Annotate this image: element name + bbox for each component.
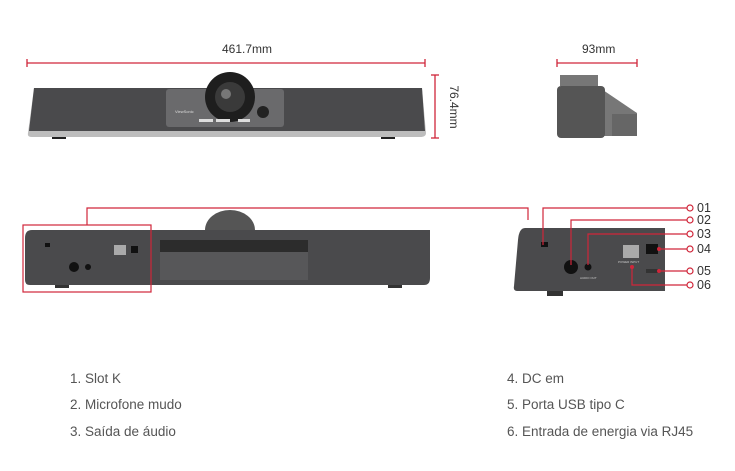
audio-out-label: AUDIO OUT: [580, 276, 597, 280]
callout-01: 01: [697, 201, 711, 215]
depth-dimension-label: 93mm: [582, 42, 616, 56]
width-dimension-line: [26, 59, 426, 67]
callout-05: 05: [697, 264, 711, 278]
depth-dimension-line: [556, 59, 638, 67]
legend-item: 6. Entrada de energia via RJ45: [507, 424, 694, 439]
height-dimension-line: [431, 74, 439, 139]
callout-04: 04: [697, 242, 711, 256]
back-detail-view: [513, 204, 694, 296]
legend-item: 5. Porta USB tipo C: [507, 397, 625, 412]
legend-item: 1. Slot K: [70, 371, 122, 386]
back-view: [22, 207, 529, 293]
callout-02: 02: [697, 213, 711, 227]
legend-item: 2. Microfone mudo: [70, 397, 182, 412]
brand-logo: ViewSonic: [175, 109, 194, 114]
height-dimension-label: 76.4mm: [447, 85, 461, 129]
callout-06: 06: [697, 278, 711, 292]
side-view: [557, 75, 637, 138]
legend-item: 4. DC em: [507, 371, 565, 386]
legend-item: 3. Saída de áudio: [70, 424, 176, 439]
width-dimension-label: 461.7mm: [222, 42, 273, 56]
callout-03: 03: [697, 227, 711, 241]
front-view: [27, 72, 426, 139]
power-input-label: POWER INPUT: [618, 260, 640, 264]
